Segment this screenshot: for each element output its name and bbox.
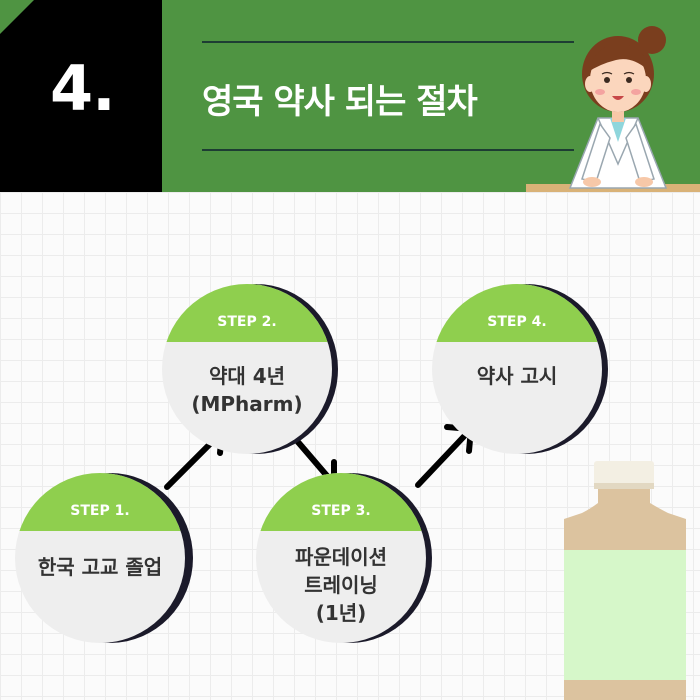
title-rule-bottom — [202, 149, 574, 151]
step-cap — [432, 284, 602, 342]
title-rule-top — [202, 41, 574, 43]
corner-fold-icon — [0, 0, 34, 34]
step-text: 약사 고시 — [476, 364, 558, 388]
pharmacist-illustration — [526, 26, 700, 192]
section-number-box: 4. — [0, 0, 162, 192]
step-cap — [256, 473, 426, 531]
step-cap — [162, 284, 332, 342]
step-circle: STEP 1. 한국 고교 졸업 — [15, 473, 185, 643]
page-title: 영국 약사 되는 절차 — [202, 82, 478, 122]
medicine-bottle-illustration — [564, 461, 686, 700]
section-number: 4. — [50, 52, 116, 125]
step-circle: STEP 4. 약사 고시 — [432, 284, 602, 454]
step-text: 한국 고교 졸업 — [37, 555, 163, 579]
step-circle: STEP 2. 약대 4년 (MPharm) — [162, 284, 332, 454]
step-circle: STEP 3. 파운데이션 트레이닝 (1년) — [256, 473, 426, 643]
header: 4. 영국 약사 되는 절차 — [0, 0, 700, 192]
step-label: STEP 3. — [311, 503, 371, 519]
step-label: STEP 2. — [217, 314, 277, 330]
step-text: 약대 4년 (MPharm) — [191, 364, 303, 416]
step-label: STEP 1. — [70, 503, 130, 519]
step-text: 파운데이션 트레이닝 (1년) — [295, 545, 387, 625]
step-label: STEP 4. — [487, 314, 547, 330]
step-cap — [15, 473, 185, 531]
